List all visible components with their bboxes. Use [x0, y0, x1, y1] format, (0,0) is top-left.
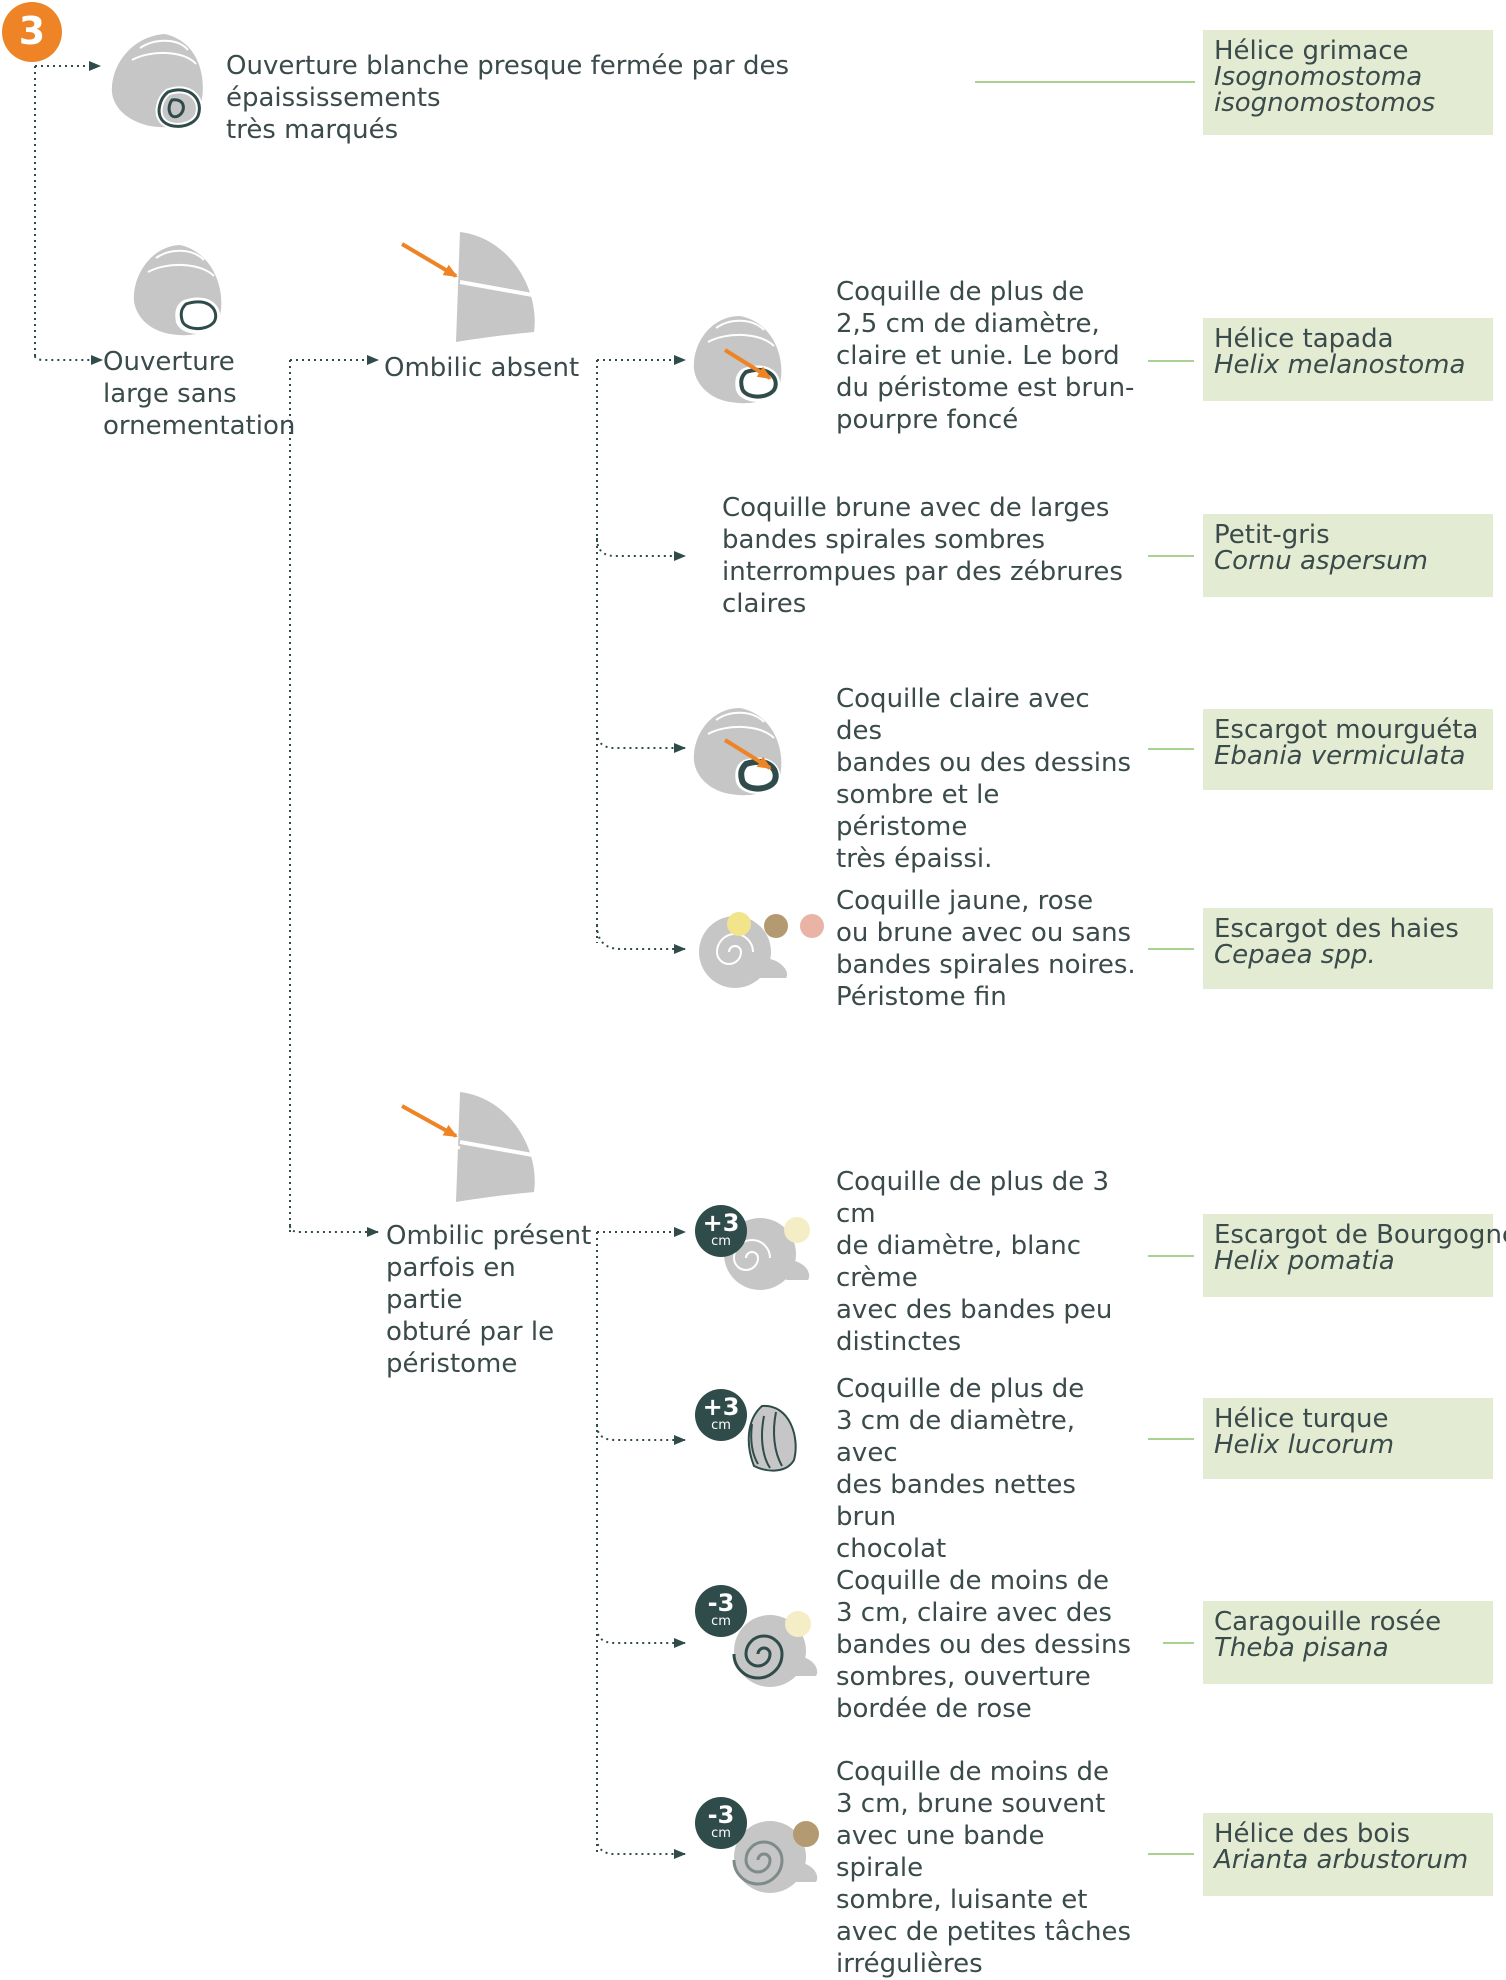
- dotted-connectors: [34, 61, 686, 1859]
- pink-dot-icon: [800, 914, 824, 938]
- brown-dot-icon: [764, 914, 788, 938]
- size-badge-unit: cm: [711, 1614, 731, 1629]
- snail-colour-variants-icon: [699, 912, 824, 988]
- species-common-name: Escargot de Bourgogne: [1214, 1220, 1506, 1250]
- species-latin-name: Helix lucorum: [1214, 1430, 1395, 1460]
- size-badge-unit: cm: [711, 1234, 731, 1249]
- species-card: Hélice des bois Arianta arbustorum: [1203, 1813, 1493, 1896]
- umbilicus-absent-icon: [400, 232, 539, 342]
- species-latin-name: Ebania vermiculata: [1214, 741, 1466, 771]
- species-card: Hélice grimace Isognomostoma isognomosto…: [1203, 30, 1493, 135]
- wide-aperture-label: Ouverture large sans ornementation: [103, 347, 296, 441]
- size-badge-value: +3: [702, 1393, 740, 1421]
- species-common-name: Hélice tapada: [1214, 324, 1394, 354]
- description-theba-pisana: Coquille de moins de 3 cm, claire avec d…: [836, 1566, 1132, 1724]
- closed-aperture-description: Ouverture blanche presque fermée par des…: [226, 51, 790, 145]
- species-card: Hélice tapada Helix melanostoma: [1203, 318, 1493, 401]
- shell-wide-aperture-icon: [133, 245, 222, 336]
- size-badges: [695, 1205, 747, 1849]
- species-common-name: Hélice turque: [1214, 1404, 1389, 1434]
- species-card: Caragouille rosée Theba pisana: [1203, 1601, 1493, 1684]
- species-card: Hélice turque Helix lucorum: [1203, 1398, 1493, 1479]
- description-cepaea: Coquille jaune, rose ou brune avec ou sa…: [836, 886, 1136, 1012]
- description-helix-pomatia: Coquille de plus de 3 cm de diamètre, bl…: [836, 1167, 1113, 1357]
- size-badge: +3 cm: [695, 1211, 747, 1249]
- umbilicus-present-label: Ombilic présent parfois en partie obturé…: [386, 1221, 592, 1379]
- species-common-name: Hélice grimace: [1214, 36, 1409, 66]
- description-helix-lucorum: Coquille de plus de 3 cm de diamètre, av…: [836, 1374, 1085, 1564]
- snail-helix-lucorum-icon: [747, 1404, 797, 1472]
- species-card: Escargot mourguéta Ebania vermiculata: [1203, 709, 1493, 790]
- umbilicus-absent-label: Ombilic absent: [384, 353, 580, 383]
- size-badge-unit: cm: [711, 1826, 731, 1841]
- step-number: 3: [18, 9, 46, 53]
- description-ebania-vermiculata: Coquille claire avec des bandes ou des d…: [836, 684, 1132, 874]
- species-common-name: Caragouille rosée: [1214, 1607, 1442, 1637]
- step-number-circle: [2, 2, 62, 62]
- species-card: Petit-gris Cornu aspersum: [1203, 514, 1493, 597]
- description-cornu-aspersum: Coquille brune avec de larges bandes spi…: [722, 493, 1123, 619]
- species-latin-name: Cornu aspersum: [1214, 546, 1428, 576]
- species-latin-name: Helix pomatia: [1214, 1246, 1395, 1276]
- snail-arianta-arbustorum-icon: [732, 1821, 819, 1893]
- species-latin-name: Isognomostoma isognomostomos: [1214, 62, 1436, 118]
- species-card: Escargot de Bourgogne Helix pomatia: [1203, 1214, 1506, 1297]
- size-badge-value: +3: [702, 1209, 740, 1237]
- species-common-name: Escargot mourguéta: [1214, 715, 1479, 745]
- species-latin-name: Cepaea spp.: [1214, 940, 1376, 970]
- species-common-name: Escargot des haies: [1214, 914, 1459, 944]
- description-arianta-arbustorum: Coquille de moins de 3 cm, brune souvent…: [836, 1757, 1132, 1979]
- description-helix-melanostoma: Coquille de plus de 2,5 cm de diamètre, …: [836, 277, 1135, 435]
- leader-lines: [975, 81, 1195, 1855]
- shell-dark-lip-icon: [693, 316, 782, 404]
- shell-closed-aperture-icon: [111, 34, 203, 130]
- species-common-name: Hélice des bois: [1214, 1819, 1411, 1849]
- umbilicus-present-icon: [401, 1092, 539, 1202]
- size-badge: +3 cm: [695, 1395, 747, 1433]
- size-badge: -3 cm: [695, 1591, 747, 1629]
- shell-thick-lip-icon: [693, 708, 782, 796]
- species-card: Escargot des haies Cepaea spp.: [1203, 908, 1493, 989]
- size-badge: -3 cm: [695, 1803, 747, 1841]
- snail-theba-pisana-icon: [732, 1611, 818, 1687]
- size-badge-value: -3: [707, 1589, 735, 1617]
- species-latin-name: Arianta arbustorum: [1214, 1845, 1469, 1875]
- species-common-name: Petit-gris: [1214, 520, 1330, 550]
- species-latin-name: Theba pisana: [1214, 1633, 1389, 1663]
- size-badge-unit: cm: [711, 1418, 731, 1433]
- size-badge-value: -3: [707, 1801, 735, 1829]
- species-latin-name: Helix melanostoma: [1214, 350, 1466, 380]
- yellow-dot-icon: [727, 912, 751, 936]
